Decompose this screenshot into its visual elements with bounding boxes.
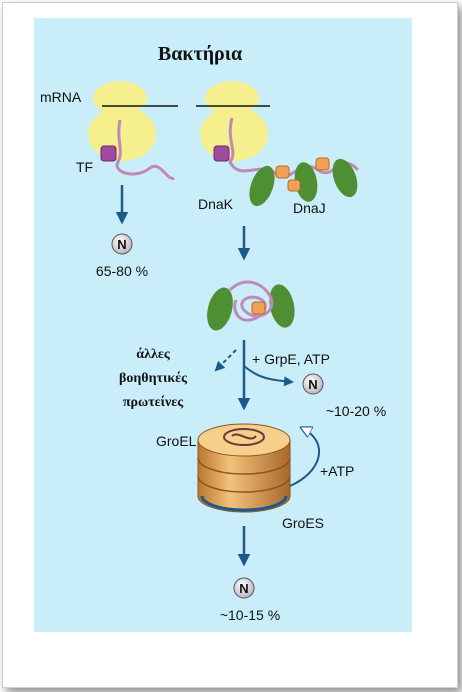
svg-text:N: N xyxy=(239,581,248,596)
groel-groes-barrel xyxy=(197,423,291,513)
arrow-to-other-helpers xyxy=(214,349,237,372)
svg-text:N: N xyxy=(308,377,317,392)
left-ribosome xyxy=(88,81,175,180)
mrna-label: mRNA xyxy=(40,89,82,105)
percent-groel-path: ~10-15 % xyxy=(220,607,280,623)
groes-label: GroES xyxy=(282,515,324,531)
arrow-atp-cycle xyxy=(289,428,321,487)
dnak-label: DnaK xyxy=(198,196,234,212)
grpe-atp-label: + GrpE, ATP xyxy=(252,351,330,367)
right-ribosome xyxy=(200,81,360,179)
dnaj-cochaperones xyxy=(275,157,330,192)
dnak-chaperones xyxy=(249,158,358,207)
native-protein-icon-3: N xyxy=(233,577,255,599)
groel-label: GroEL xyxy=(156,433,197,449)
percent-tf-path: 65-80 % xyxy=(96,263,148,279)
atp-label: +ATP xyxy=(320,463,354,479)
native-protein-icon-2: N xyxy=(302,373,324,395)
native-protein-icon-1: N xyxy=(111,233,133,255)
dnak-substrate-complex xyxy=(207,280,295,331)
dnaj-label: DnaJ xyxy=(293,200,326,216)
arrow-grpe-release xyxy=(243,365,294,387)
other-helpers-line-2: βοηθητικές xyxy=(119,371,188,386)
other-helpers-line-3: πρωτείνες xyxy=(123,395,184,410)
tf-label: TF xyxy=(76,159,93,175)
percent-dnak-path: ~10-20 % xyxy=(326,403,386,419)
trigger-factor-shape-right xyxy=(213,145,230,162)
svg-text:N: N xyxy=(117,237,126,252)
other-helpers-line-1: άλλες xyxy=(136,347,171,362)
trigger-factor-shape xyxy=(100,145,117,162)
diagram-title: Βακτήρια xyxy=(158,43,242,65)
